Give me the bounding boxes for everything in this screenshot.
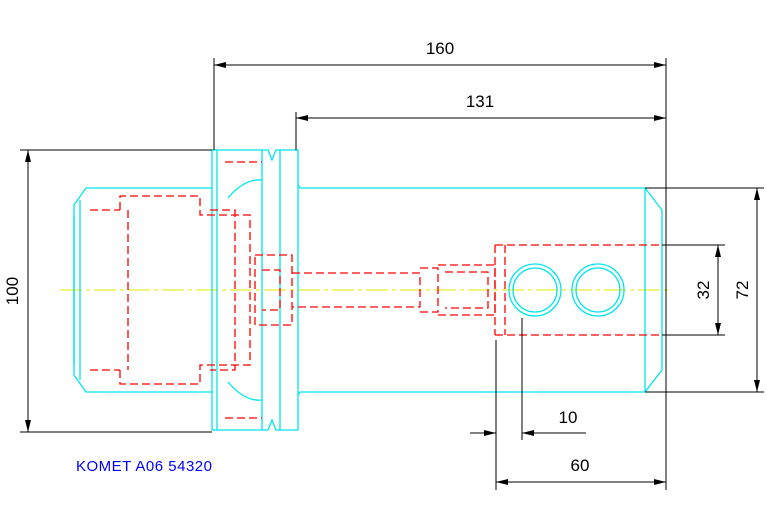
- dim-72-text: 72: [733, 281, 752, 300]
- dim-10-text: 10: [559, 408, 578, 427]
- hidden-lines: [90, 161, 660, 419]
- dim-131-text: 131: [466, 92, 494, 111]
- tool-holder-outline: [73, 149, 663, 431]
- part-label: KOMET A06 54320: [76, 458, 213, 475]
- dim-32-text: 32: [694, 281, 713, 300]
- dim-160-text: 160: [426, 39, 454, 58]
- dim-100-text: 100: [3, 277, 22, 305]
- dimension-lines: [20, 58, 764, 490]
- dim-60-text: 60: [571, 456, 590, 475]
